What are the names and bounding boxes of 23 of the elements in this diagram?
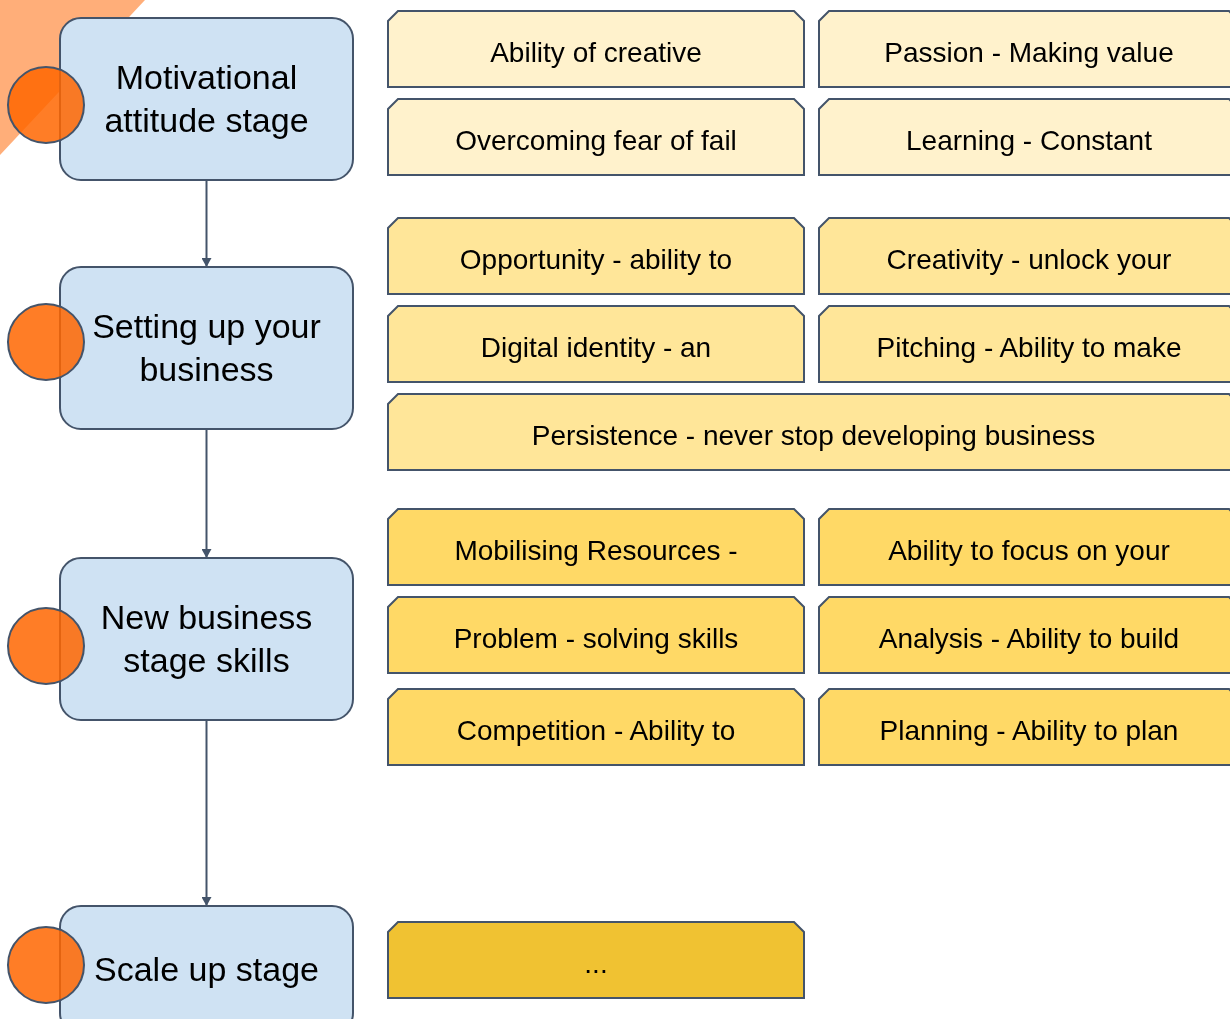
skill-label: Problem - solving skills (453, 623, 739, 655)
stage-box: New business stage skills (59, 557, 354, 721)
stage-box: Scale up stage (59, 905, 354, 1019)
skill-label: Competition - Ability to (456, 715, 736, 747)
skill-label: Ability of creative (490, 37, 702, 69)
skill-label: Opportunity - ability to (459, 244, 733, 276)
stage-box: Setting up your business (59, 266, 354, 430)
skill-label: Mobilising Resources - (454, 535, 738, 567)
skill-label: Planning - Ability to plan (879, 715, 1179, 747)
skill-label: Creativity - unlock your (886, 244, 1172, 276)
skill-label: Ability to focus on your (888, 535, 1170, 567)
skill-label: Pitching - Ability to make (876, 332, 1182, 364)
skill-label: Analysis - Ability to build (878, 623, 1180, 655)
skill-label: Overcoming fear of fail (455, 125, 737, 157)
stage-box: Motivational attitude stage (59, 17, 354, 181)
skill-label: Learning - Constant (906, 125, 1152, 157)
arrow (201, 429, 212, 558)
skill-label: Digital identity - an (480, 332, 712, 364)
skill-label: Persistence - never stop developing business (531, 420, 1096, 452)
skill-label: ... (584, 948, 608, 980)
arrow (201, 180, 212, 267)
skill-label: Passion - Making value (884, 37, 1174, 69)
arrow (201, 720, 212, 906)
